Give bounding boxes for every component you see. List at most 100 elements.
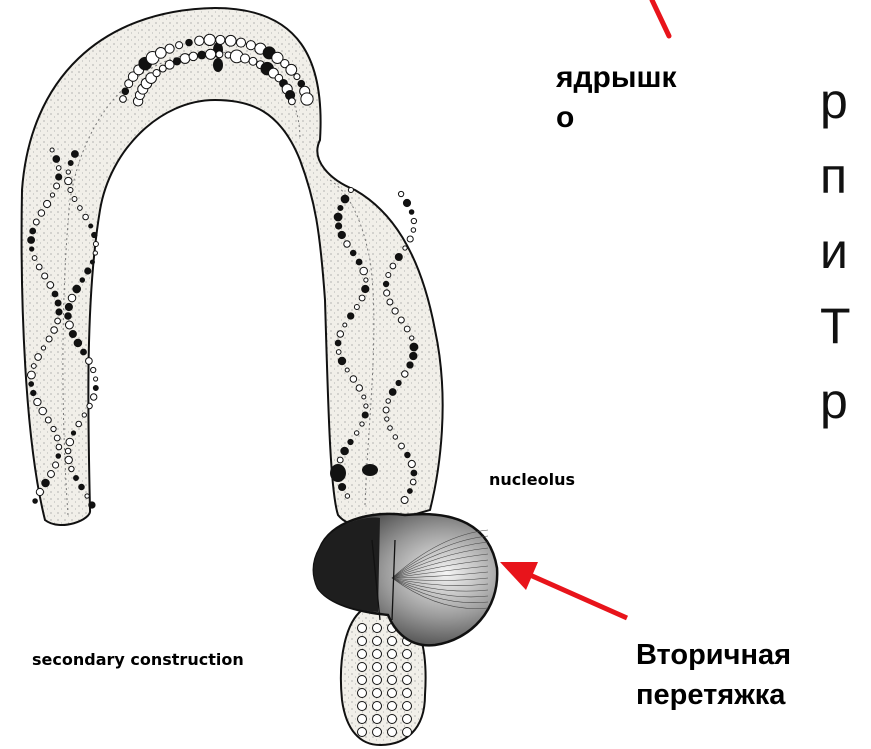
chromomere-bead <box>396 380 401 385</box>
chromomere-bead <box>385 417 389 421</box>
chromomere-dark-1 <box>330 464 346 482</box>
chromomere-bead <box>334 213 342 221</box>
chromomere-bead <box>358 624 367 633</box>
chromomere-bead <box>45 417 51 423</box>
chromomere-bead <box>338 205 343 210</box>
chromomere-bead <box>31 390 36 395</box>
label-secondary-ru-line1: Вторичная <box>636 639 791 671</box>
chromomere-bead <box>69 330 76 337</box>
chromomere-bead <box>364 278 368 282</box>
chromomere-bead <box>80 278 84 282</box>
chromomere-bead <box>360 422 364 426</box>
chromomere-bead <box>388 715 397 724</box>
chromomere-bead <box>411 218 416 223</box>
chromomere-bead <box>42 479 50 487</box>
cutoff-text-line: п <box>820 139 871 214</box>
chromomere-bead <box>165 44 174 53</box>
chromomere-bead <box>388 637 397 646</box>
chromomere-bead <box>56 444 62 450</box>
arrow-top-stroke <box>652 0 669 36</box>
chromomere-bead <box>389 389 396 396</box>
chromomere-bead <box>198 51 206 59</box>
chromomere-bead <box>360 267 368 275</box>
chromomere-bead <box>66 438 74 446</box>
chromomere-bead <box>407 236 413 242</box>
chromomere-bead <box>403 676 412 685</box>
chromomere-bead <box>411 228 415 232</box>
chromomere-bead <box>350 250 356 256</box>
chromomere-bead <box>338 357 345 364</box>
chromomere-bead <box>383 407 389 413</box>
chromomere-bead <box>33 499 38 504</box>
chromomere-bead <box>28 237 35 244</box>
chromomere-bead <box>204 34 215 45</box>
chromomere-bead <box>348 439 353 444</box>
chromomere-bead <box>405 452 410 457</box>
chromomere-bead <box>89 502 95 508</box>
chromomere-bead <box>236 38 245 47</box>
chromomere-bead <box>350 376 357 383</box>
chromomere-bead <box>399 443 405 449</box>
chromomere-bead <box>344 241 350 247</box>
chromomere-bead <box>388 728 397 737</box>
chromomere-bead <box>46 336 52 342</box>
chromomere-bead <box>388 650 397 659</box>
chromomere-bead <box>398 317 404 323</box>
chromomere-bead <box>56 454 61 459</box>
chromomere-bead <box>38 210 44 216</box>
chromomere-bead <box>386 399 390 403</box>
chromomere-bead <box>91 394 97 400</box>
chromomere-bead <box>50 148 54 152</box>
chromomere-bead <box>358 650 367 659</box>
chromomere-bead <box>32 256 37 261</box>
label-nucleolus-ru: ядрышк о <box>556 58 677 138</box>
chromomere-bead <box>36 264 42 270</box>
chromomere-bead <box>354 431 358 435</box>
chromomere-bead <box>403 689 412 698</box>
chromomere-bead <box>411 470 417 476</box>
chromomere-bead <box>358 702 367 711</box>
cutoff-text-line: р <box>820 364 871 439</box>
chromomere-bead <box>73 285 81 293</box>
nucleolus-dark-side <box>314 517 380 612</box>
chromomere-bead <box>56 166 61 171</box>
chromomere-bead <box>294 74 300 80</box>
chromomere-bead <box>87 403 92 408</box>
cutoff-text-line: р <box>820 64 871 139</box>
chromomere-bead <box>388 702 397 711</box>
chromomere-bead <box>81 349 87 355</box>
chromomere-bead <box>205 49 215 59</box>
chromomere-bead <box>186 39 193 46</box>
chromomere-bead <box>65 177 72 184</box>
chromomere-bead <box>91 367 96 372</box>
chromomere-bead <box>383 281 388 286</box>
chromomere-bead <box>337 331 343 337</box>
centromere-lower <box>213 58 223 72</box>
chromomere-bead <box>74 339 82 347</box>
chromomere-bead <box>76 421 82 427</box>
chromomere-bead <box>390 263 396 269</box>
chromomere-bead <box>403 650 412 659</box>
chromomere-bead <box>36 488 43 495</box>
chromomere-bead <box>392 308 398 314</box>
chromomere-bead <box>94 377 98 381</box>
chromomere-bead <box>373 624 382 633</box>
chromomere-bead <box>403 728 412 737</box>
chromomere-bead <box>288 98 295 105</box>
chromomere-bead <box>54 183 60 189</box>
chromomere-bead <box>52 291 58 297</box>
chromomere-bead <box>68 294 76 302</box>
chromomere-bead <box>55 318 61 324</box>
chromomere-bead <box>410 479 416 485</box>
chromomere-bead <box>48 471 55 478</box>
arrow-constriction-shaft <box>530 575 627 618</box>
chromomere-bead <box>403 246 407 250</box>
chromomere-bead <box>53 462 59 468</box>
chromomere-bead <box>83 214 89 220</box>
chromomere-bead <box>403 199 410 206</box>
chromomere-bead <box>122 88 129 95</box>
chromomere-bead <box>403 663 412 672</box>
chromomere-bead <box>408 460 415 467</box>
chromomere-bead <box>89 224 93 228</box>
chromomere-bead <box>404 326 410 332</box>
